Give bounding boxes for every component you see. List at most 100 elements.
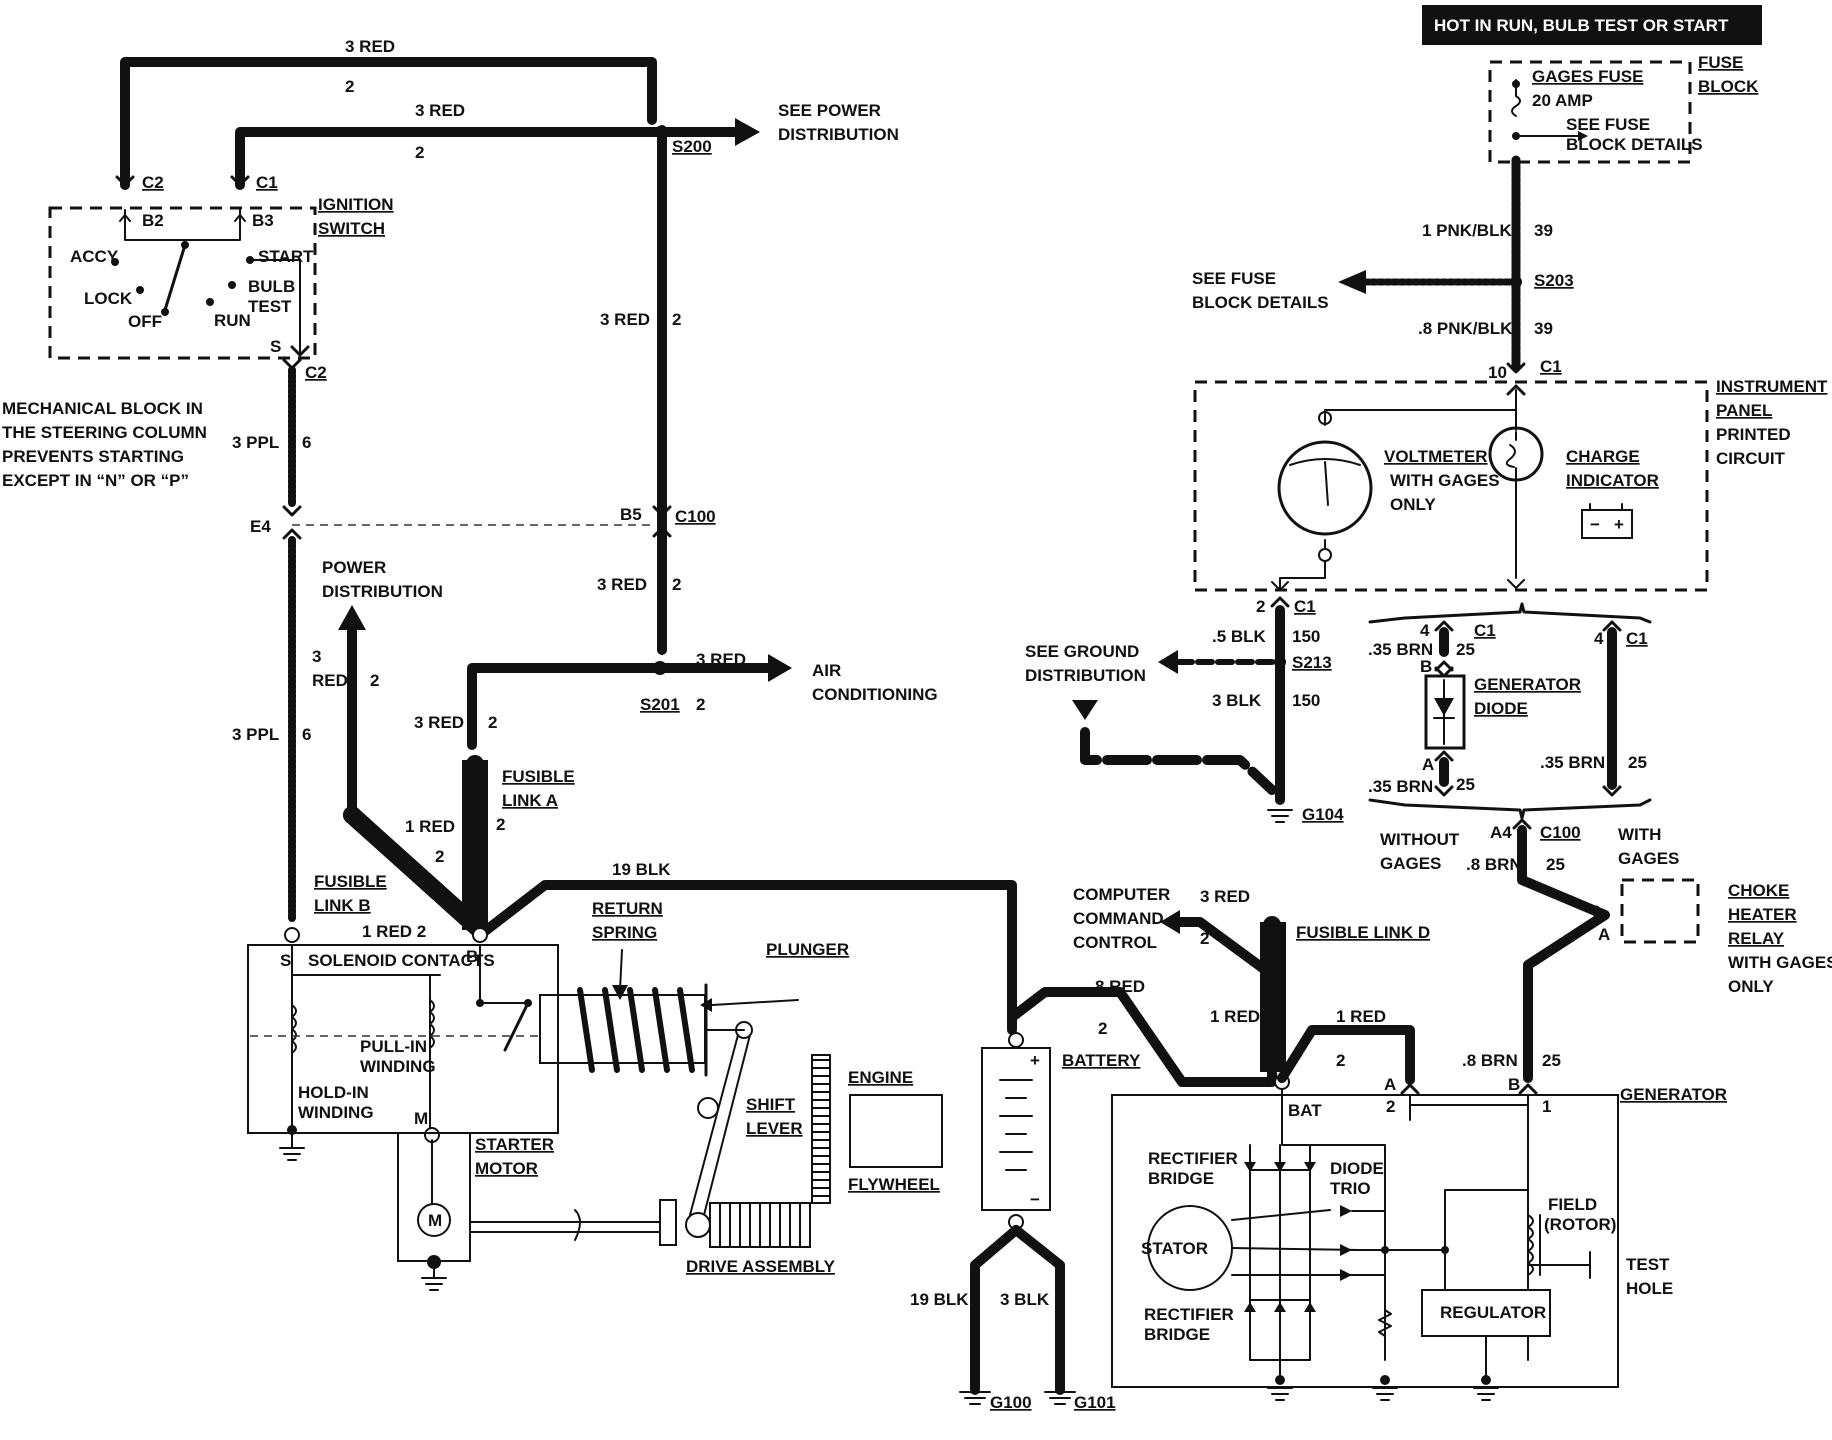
a4-label: A4 — [1490, 823, 1512, 842]
return-spring-2: SPRING — [592, 923, 657, 942]
shift-lever — [689, 1021, 753, 1216]
top-red-num: 2 — [345, 77, 354, 96]
flywheel-label: FLYWHEEL — [848, 1175, 940, 1194]
starter-motor-2: MOTOR — [475, 1159, 538, 1178]
gages-fuse: GAGES FUSE — [1532, 67, 1643, 86]
gen-a: A — [1384, 1075, 1396, 1094]
diode-b: B — [1420, 657, 1432, 676]
plunger-spring — [539, 949, 799, 1077]
gnd-blk3-num: 150 — [1292, 691, 1320, 710]
pnk1-label: 1 PNK/BLK — [1422, 221, 1512, 240]
e4-label: E4 — [250, 517, 271, 536]
engine-label: ENGINE — [848, 1068, 913, 1087]
ign-b3: B3 — [252, 211, 274, 230]
solenoid-contacts: SOLENOID CONTACTS — [308, 951, 495, 970]
rect1-b: BRIDGE — [1148, 1169, 1214, 1188]
diode-section — [1368, 602, 1700, 1083]
fusible-d: FUSIBLE LINK D — [1296, 923, 1430, 942]
pnk-blk-wire — [1338, 155, 1526, 396]
ign-off: OFF — [128, 312, 162, 331]
battery-plus: + — [1030, 1051, 1040, 1070]
charge-2: INDICATOR — [1566, 471, 1659, 490]
ign-c2: C2 — [142, 173, 164, 192]
voltmeter-label: VOLTMETER — [1384, 447, 1488, 466]
battery — [959, 987, 1275, 1405]
power-dist-2: DISTRIBUTION — [322, 582, 443, 601]
fuse-title-2: BLOCK — [1698, 77, 1759, 96]
ground-section — [1072, 596, 1293, 823]
ign-title-1: IGNITION — [318, 195, 394, 214]
drive-assembly: DRIVE ASSEMBLY — [686, 1257, 836, 1276]
with-2: GAGES — [1618, 849, 1679, 868]
lower-red-num: 2 — [672, 575, 681, 594]
ign-s: S — [270, 337, 281, 356]
choke-4: WITH GAGES — [1728, 953, 1832, 972]
red8-label: 8 RED — [1095, 977, 1145, 996]
voltmeter-only: ONLY — [1390, 495, 1436, 514]
with-gages: WITH GAGES — [1390, 471, 1500, 490]
power-dist-1: POWER — [322, 558, 386, 577]
c1-right-top: C1 — [1540, 357, 1562, 376]
gnd-c1-num: 2 — [1256, 597, 1265, 616]
ign-start: START — [258, 247, 314, 266]
charge-plus: + — [1614, 515, 1624, 534]
second-red-num: 2 — [415, 143, 424, 162]
s201-label: S201 — [640, 695, 680, 714]
blk19-label: 19 BLK — [612, 860, 671, 879]
hot-label: HOT IN RUN, BULB TEST OR START — [1434, 16, 1729, 35]
fuse-rating: 20 AMP — [1532, 91, 1593, 110]
plunger-label: PLUNGER — [766, 940, 849, 959]
charge-1: CHARGE — [1566, 447, 1640, 466]
hold-in-1: HOLD-IN — [298, 1083, 369, 1102]
return-spring-1: RETURN — [592, 899, 663, 918]
starter-solenoid — [247, 944, 559, 1161]
battery-minus: − — [1030, 1190, 1040, 1209]
gen-brn8: .8 BRN — [1462, 1051, 1518, 1070]
red8-num: 2 — [1098, 1019, 1107, 1038]
choke-5: ONLY — [1728, 977, 1774, 996]
shift-1: SHIFT — [746, 1095, 796, 1114]
diode-a: A — [1422, 755, 1434, 774]
d-c1-left: C1 — [1474, 621, 1496, 640]
field-1: FIELD — [1548, 1195, 1597, 1214]
fuse-title-1: FUSE — [1698, 53, 1743, 72]
see-fuse-1: SEE FUSE — [1192, 269, 1276, 288]
batt-blk3: 3 BLK — [1000, 1290, 1050, 1309]
fuse-see-2: BLOCK DETAILS — [1566, 135, 1703, 154]
shift-2: LEVER — [746, 1119, 803, 1138]
c1-num-10: 10 — [1488, 363, 1507, 382]
ign-c1: C1 — [256, 173, 278, 192]
ign-test: TEST — [248, 297, 292, 316]
red3b-num: 2 — [488, 713, 497, 732]
mech-note-2: THE STEERING COLUMN — [2, 423, 207, 442]
fuse-see-1: SEE FUSE — [1566, 115, 1650, 134]
hold-in-2: WINDING — [298, 1103, 374, 1122]
g101-label: G101 — [1074, 1393, 1116, 1412]
field-2: (ROTOR) — [1544, 1215, 1616, 1234]
rect2-b: BRIDGE — [1144, 1325, 1210, 1344]
red3b-label: 3 RED — [414, 713, 464, 732]
d-c1-right-num: 4 — [1594, 629, 1604, 648]
without-1: WITHOUT — [1380, 830, 1460, 849]
see-power-2: DISTRIBUTION — [778, 125, 899, 144]
fusible-links — [338, 605, 1017, 1035]
ppl-top-num: 6 — [302, 433, 311, 452]
ign-c2-bottom: C2 — [305, 363, 327, 382]
gen-b1: 1 — [1542, 1097, 1551, 1116]
g100-label: G100 — [990, 1393, 1032, 1412]
gen-title: GENERATOR — [1620, 1085, 1727, 1104]
brn-top: .35 BRN — [1368, 640, 1433, 659]
s201-wires — [467, 654, 792, 750]
inst-title-2: PANEL — [1716, 401, 1772, 420]
air-2: CONDITIONING — [812, 685, 938, 704]
mech-note-1: MECHANICAL BLOCK IN — [2, 399, 203, 418]
ppl-wire — [282, 358, 655, 943]
pull-in-1: PULL-IN — [360, 1037, 427, 1056]
ign-accy: ACCY — [70, 247, 119, 266]
red-num: 2 — [370, 671, 379, 690]
solenoid-s: S — [280, 951, 291, 970]
choke-2: HEATER — [1728, 905, 1797, 924]
d-c1-right: C1 — [1626, 629, 1648, 648]
b5-label: B5 — [620, 505, 642, 524]
